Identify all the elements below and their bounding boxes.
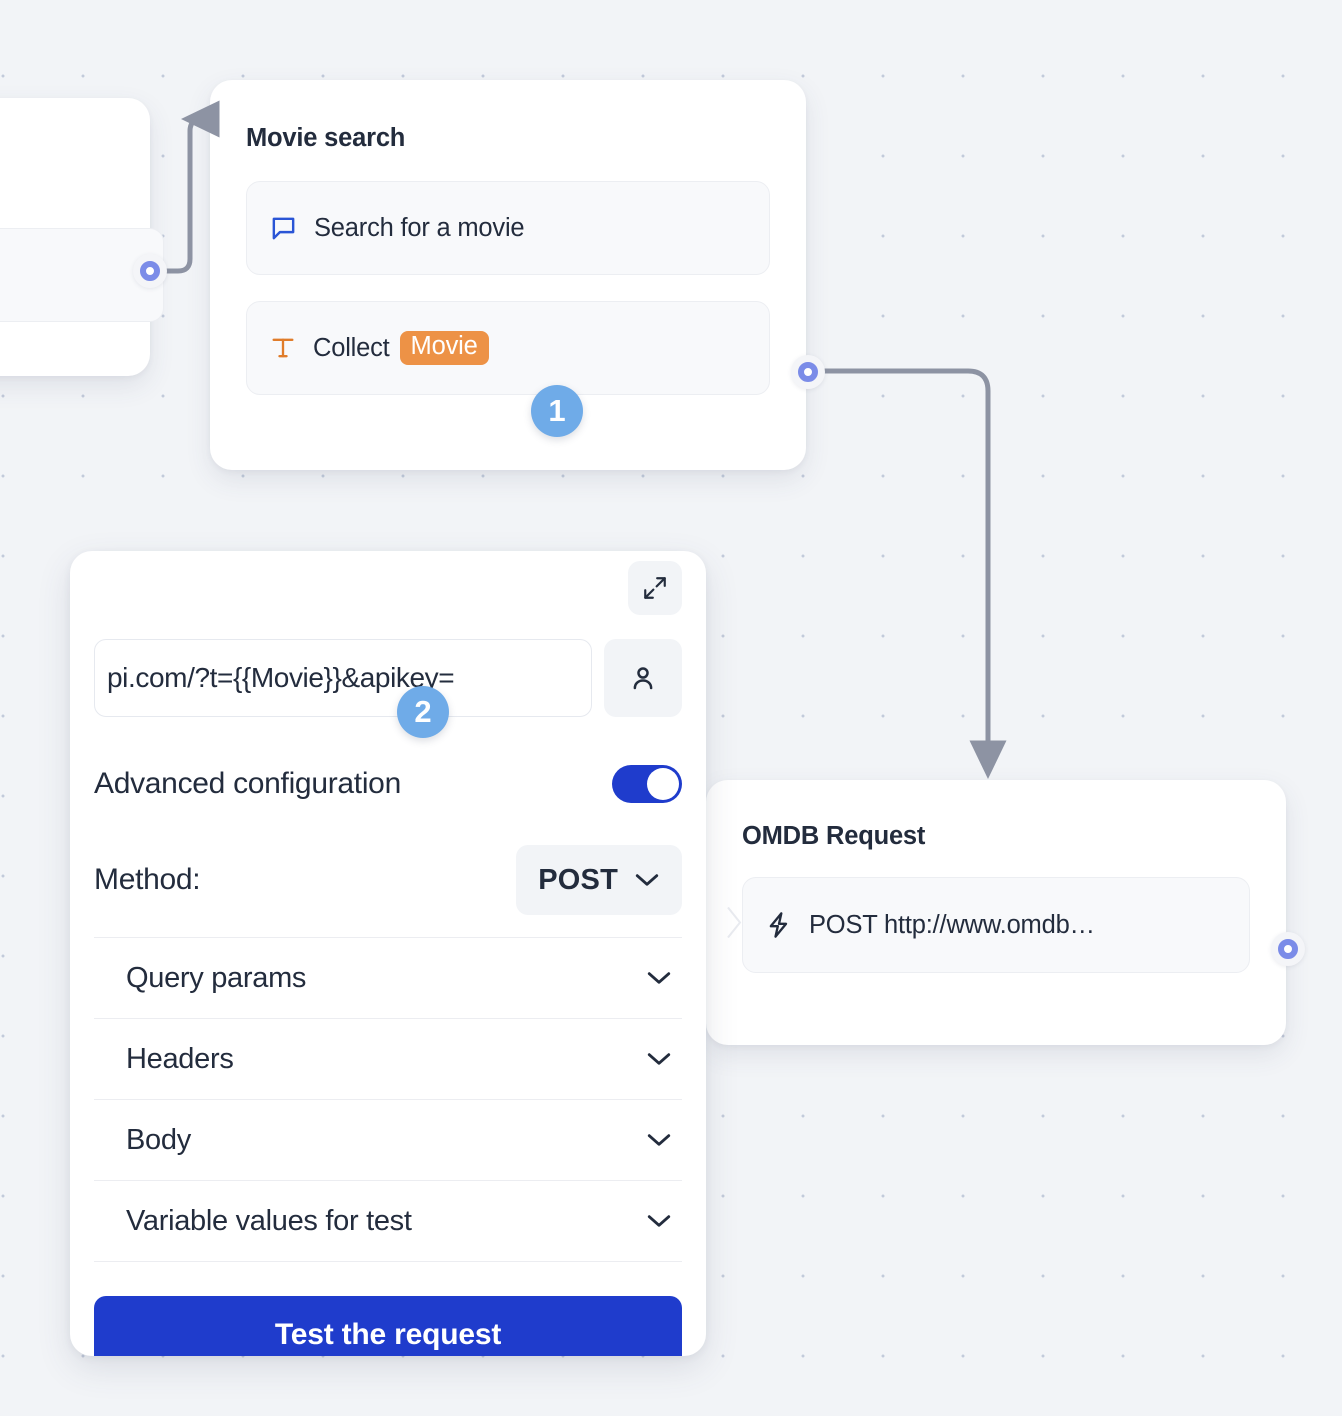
node-port-movie-search-output[interactable] xyxy=(791,355,825,389)
lightning-bolt-icon xyxy=(765,910,793,940)
action-row-collect-movie[interactable]: Collect Movie xyxy=(246,301,770,395)
variable-chip-movie[interactable]: Movie xyxy=(399,331,489,365)
expand-diagonal-icon xyxy=(644,577,666,599)
accordion-headers[interactable]: Headers xyxy=(94,1019,682,1100)
advanced-configuration-row: Advanced configuration xyxy=(94,765,682,803)
method-value: POST xyxy=(538,863,618,896)
action-label-collect: Collect Movie xyxy=(313,331,489,365)
canvas-node-movie-search[interactable]: Movie search Search for a movie Collect … xyxy=(210,80,806,470)
url-row xyxy=(94,639,682,717)
accordion-label-body: Body xyxy=(126,1123,191,1156)
test-the-request-button[interactable]: Test the request xyxy=(94,1296,682,1356)
edge-movie-search-to-omdb xyxy=(821,368,1007,779)
chevron-right-icon xyxy=(725,905,745,946)
advanced-configuration-toggle[interactable] xyxy=(612,765,682,803)
accordion-query-params[interactable]: Query params xyxy=(94,938,682,1019)
canvas-node-partial[interactable] xyxy=(0,98,164,376)
node-title-movie-search: Movie search xyxy=(246,124,406,152)
step-marker-1: 1 xyxy=(531,385,583,437)
user-account-icon xyxy=(633,667,653,690)
request-configuration-panel: Advanced configuration Method: POST Quer… xyxy=(70,551,706,1356)
canvas-node-omdb-request[interactable]: OMDB Request POST http://www.omdb… xyxy=(706,780,1286,1045)
expand-panel-button[interactable] xyxy=(628,561,682,615)
action-label-post-omdb: POST http://www.omdb… xyxy=(809,910,1095,939)
method-label: Method: xyxy=(94,863,201,896)
accordion-variable-values-for-test[interactable]: Variable values for test xyxy=(94,1181,682,1262)
accordion-body[interactable]: Body xyxy=(94,1100,682,1181)
action-label-search: Search for a movie xyxy=(314,213,525,242)
advanced-configuration-label: Advanced configuration xyxy=(94,767,401,800)
chevron-down-icon xyxy=(646,970,672,986)
action-row-post-omdb[interactable]: POST http://www.omdb… xyxy=(727,877,1250,973)
chevron-down-icon xyxy=(634,872,660,888)
text-type-icon xyxy=(269,334,297,362)
node-title-omdb-request: OMDB Request xyxy=(742,822,926,850)
node-port-omdb-output[interactable] xyxy=(1271,932,1305,966)
edge-partial-to-movie-search xyxy=(163,100,220,274)
action-row-search-for-a-movie[interactable]: Search for a movie xyxy=(246,181,770,275)
accordion-label-query-params: Query params xyxy=(126,961,307,994)
step-marker-2: 2 xyxy=(397,686,449,738)
accordion-label-headers: Headers xyxy=(126,1042,234,1075)
chevron-down-icon xyxy=(646,1213,672,1229)
method-row: Method: POST xyxy=(94,845,682,938)
method-select[interactable]: POST xyxy=(516,845,682,915)
accordion-label-variable-values: Variable values for test xyxy=(126,1204,412,1237)
chevron-down-icon xyxy=(646,1051,672,1067)
message-bubble-icon xyxy=(269,214,298,243)
node-port-partial-output[interactable] xyxy=(133,254,167,288)
request-url-input[interactable] xyxy=(94,639,592,717)
chevron-down-icon xyxy=(646,1132,672,1148)
auth-user-button[interactable] xyxy=(604,639,682,717)
